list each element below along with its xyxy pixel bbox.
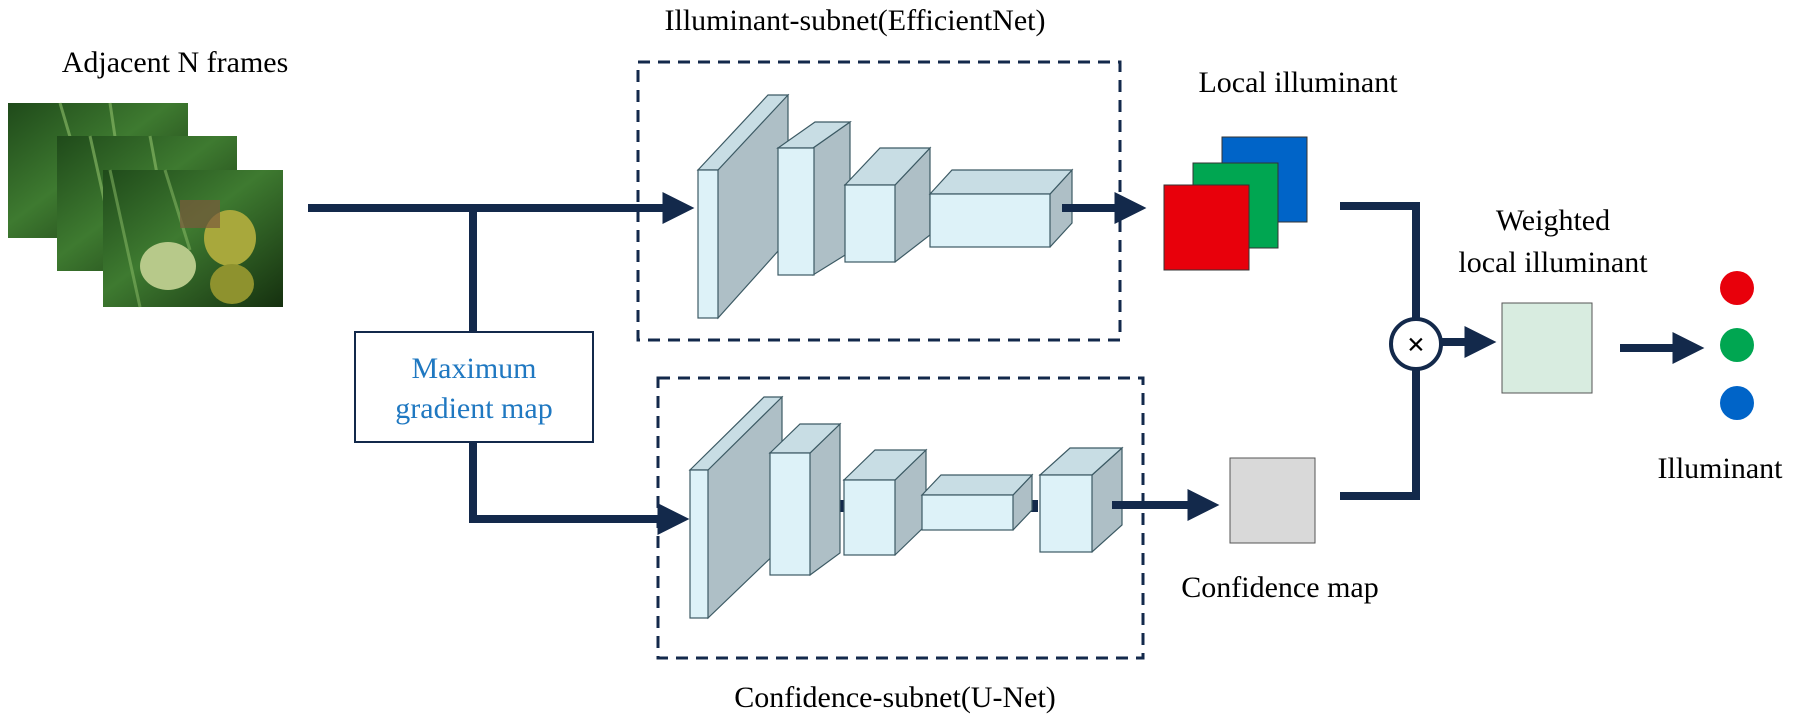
blue-illuminant-dot [1720,386,1754,420]
encoder-block [688,395,784,620]
frame-image [103,169,283,308]
merge-lines [1340,202,1420,500]
input-frames-stack [8,102,283,308]
green-illuminant-dot [1720,328,1754,362]
bottleneck-block [920,473,1034,531]
decoder-block [1038,446,1124,553]
conv-block [843,146,932,263]
confidence-subnet-label: Confidence-subnet(U-Net) [734,681,1056,714]
red-channel-square [1163,184,1250,271]
confidence-map-label: Confidence map [1181,571,1378,604]
illuminant-subnet-blocks [696,93,1074,320]
confidence-map-square [1229,457,1316,544]
illuminant-label: Illuminant [1658,452,1784,485]
confidence-subnet-box [656,376,1145,660]
maximum-gradient-map-box: Maximum gradient map [354,331,594,443]
multiply-symbol: × [1407,326,1425,362]
input-connectors [308,192,695,535]
encoder-block [842,448,928,556]
conv-block [928,168,1074,248]
input-frames-label: Adjacent N frames [62,46,289,79]
illuminant-subnet-label: Illuminant-subnet(EfficientNet) [665,4,1046,37]
illuminant-rgb-dots [1720,271,1754,420]
multiply-operator: × [1389,317,1443,371]
weighted-label-line2: local illuminant [1458,246,1648,279]
local-illuminant-stack [1163,136,1308,271]
encoder-block [768,422,842,576]
gradient-label-line2: gradient map [395,392,552,425]
weighted-label-line1: Weighted [1496,204,1610,237]
red-illuminant-dot [1720,271,1754,305]
conv-block [696,93,790,320]
local-illuminant-label: Local illuminant [1198,66,1398,99]
conv-block [776,120,852,276]
gradient-label-line1: Maximum [412,352,537,385]
weighted-map-square [1501,302,1593,394]
confidence-subnet-blocks [688,395,1124,620]
